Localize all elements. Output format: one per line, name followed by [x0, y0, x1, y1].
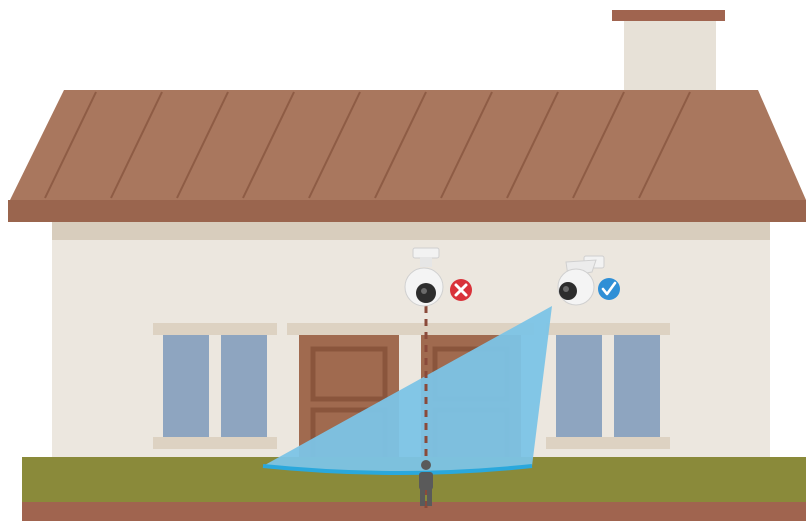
- wall-shadow-band: [52, 222, 770, 240]
- roof-ribs: [44, 91, 691, 199]
- window-left: [153, 323, 277, 449]
- camera-right-mount-icon: [557, 255, 605, 306]
- chimney-body: [624, 18, 716, 98]
- soil-strip: [22, 502, 806, 521]
- roof: [10, 90, 806, 200]
- field-of-view-ground-edge: [262, 464, 533, 475]
- field-of-view-cone: [263, 306, 552, 473]
- chimney-cap: [612, 10, 725, 21]
- cross-icon: [450, 279, 472, 301]
- roof-eave: [8, 200, 806, 222]
- check-icon: [598, 278, 620, 300]
- door-lintel: [287, 323, 534, 335]
- person-icon: [419, 460, 433, 506]
- camera-wrong-mount-icon: [404, 247, 444, 307]
- window-right: [546, 323, 670, 449]
